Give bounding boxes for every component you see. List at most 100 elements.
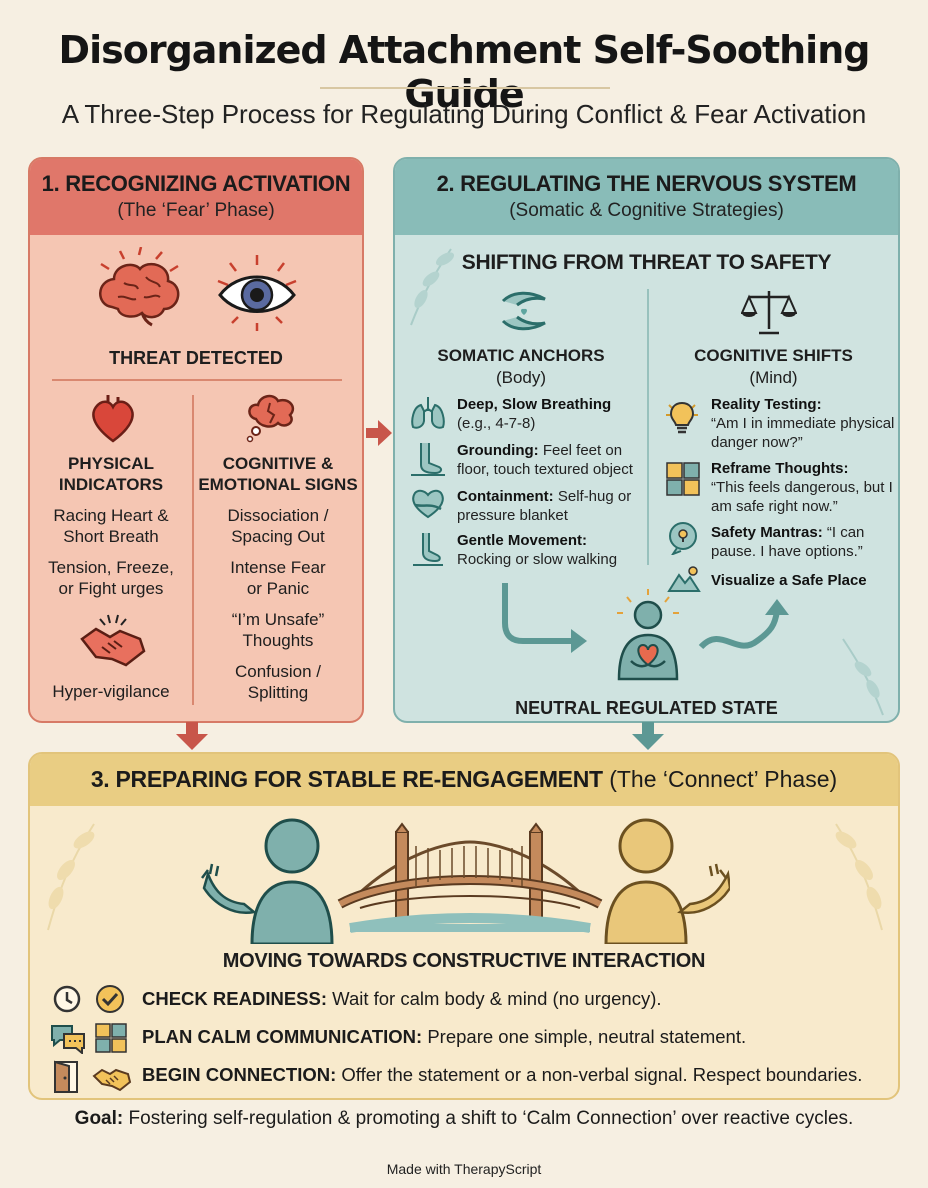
physical-item-line: Tension, Freeze, <box>48 558 174 577</box>
step1-column-divider <box>192 395 194 705</box>
somatic-item-text: Feel feet on floor, touch textured objec… <box>457 442 633 478</box>
physical-heading: PHYSICAL INDICATORS <box>30 453 192 495</box>
leaf-decoration-icon <box>47 823 95 931</box>
somatic-sub: (Body) <box>495 368 547 387</box>
cognitive-shift-item: Reality Testing: “Am I in immediate phys… <box>711 395 895 452</box>
wave-arrow-icon <box>698 599 789 650</box>
walking-icon <box>413 533 443 566</box>
arrow-down-icon <box>176 722 208 750</box>
made-with-credit: Made with TherapyScript <box>386 1161 542 1177</box>
cognitive-shifts-heading: COGNITIVE SHIFTS <box>694 346 853 365</box>
leaf-decoration-icon <box>842 638 884 716</box>
puzzle-icon <box>666 462 700 496</box>
cognitive-item-line: Spacing Out <box>231 527 325 546</box>
meditating-person-icon <box>617 589 679 681</box>
cognitive-shift-item: Reframe Thoughts: “This feels dangerous,… <box>711 459 895 516</box>
physical-item-line: or Fight urges <box>58 579 164 598</box>
somatic-item-text: (e.g., 4-7-8) <box>457 415 536 432</box>
self-hug-icon <box>412 489 444 519</box>
step1-title: 1. RECOGNIZING ACTIVATION <box>41 171 351 196</box>
step1-panel: 1. RECOGNIZING ACTIVATION (The ‘Fear’ Ph… <box>28 157 364 723</box>
cognitive-shift-text: “Am I in immediate physical danger now?” <box>711 415 895 451</box>
shift-heading: SHIFTING FROM THREAT TO SAFETY <box>461 251 832 274</box>
scales-icon <box>741 291 797 335</box>
neutral-state-label: NEUTRAL REGULATED STATE <box>515 698 778 718</box>
step2-subtitle: (Somatic & Cognitive Strategies) <box>509 200 784 221</box>
eye-icon <box>217 255 297 331</box>
goal-label: Goal: <box>74 1108 124 1129</box>
step3-item-text: Prepare one simple, neutral statement. <box>427 1026 747 1047</box>
cognitive-item-line: Splitting <box>247 683 309 702</box>
somatic-heading: SOMATIC ANCHORS <box>437 346 605 365</box>
goal-text: Fostering self-regulation & promoting a … <box>128 1108 854 1129</box>
arrow-down-icon <box>632 722 664 750</box>
clock-icon <box>53 985 81 1013</box>
cognitive-item-line: Confusion / <box>235 662 321 681</box>
somatic-item: Containment: Self-hug or pressure blanke… <box>457 487 643 525</box>
step3-subtitle: (The ‘Connect’ Phase) <box>609 766 838 792</box>
step2-panel: 2. REGULATING THE NERVOUS SYSTEM (Somati… <box>393 157 900 723</box>
handshake-icon <box>92 1068 132 1092</box>
mantra-icon <box>669 522 697 555</box>
somatic-item: Deep, Slow Breathing (e.g., 4-7-8) <box>457 395 647 433</box>
page-subtitle: A Three-Step Process for Regulating Duri… <box>61 99 867 129</box>
cognitive-item: “I’m Unsafe” Thoughts <box>194 609 362 651</box>
step3-item: PLAN CALM COMMUNICATION: Prepare one sim… <box>142 1026 746 1048</box>
physical-item-line: Short Breath <box>63 527 159 546</box>
mountain-icon <box>667 566 701 592</box>
cognitive-item-line: Intense Fear <box>230 558 326 577</box>
step3-item-title: CHECK READINESS: <box>142 988 328 1009</box>
heart-icon <box>92 395 134 443</box>
somatic-item-text: Rocking or slow walking <box>457 551 618 568</box>
title-divider <box>320 87 610 89</box>
cognitive-heading-line1: COGNITIVE & <box>222 454 334 473</box>
cognitive-item-line: Dissociation / <box>227 506 329 525</box>
leaf-decoration-icon <box>835 823 883 931</box>
somatic-item: Gentle Movement: Rocking or slow walking <box>457 531 643 569</box>
step3-panel: 3. PREPARING FOR STABLE RE-ENGAGEMENT (T… <box>28 752 900 1100</box>
chat-icon <box>51 1025 85 1054</box>
lightbulb-icon <box>666 401 698 434</box>
hands-icon <box>501 291 546 331</box>
door-icon <box>54 1060 78 1093</box>
cognitive-item: Dissociation / Spacing Out <box>194 505 362 547</box>
threat-detected-label: THREAT DETECTED <box>109 348 283 368</box>
puzzle-icon <box>95 1023 127 1053</box>
somatic-item-title: Deep, Slow Breathing <box>457 396 612 413</box>
cognitive-shift-title: Safety Mantras: <box>711 524 823 541</box>
cognitive-shift-title: Visualize a Safe Place <box>711 572 867 589</box>
physical-item-line: Racing Heart & <box>53 506 169 525</box>
cognitive-shift-item: Visualize a Safe Place <box>711 571 895 590</box>
step1-divider <box>52 379 342 381</box>
step1-subtitle: (The ‘Fear’ Phase) <box>117 200 275 221</box>
step3-title: 3. PREPARING FOR STABLE RE-ENGAGEMENT <box>90 766 603 792</box>
step3-item-text: Wait for calm body & mind (no urgency). <box>332 988 662 1009</box>
physical-item: Tension, Freeze, or Fight urges <box>30 557 192 599</box>
flow-arrow-icon <box>502 583 587 653</box>
physical-item: Racing Heart & Short Breath <box>30 505 192 547</box>
step3-item: CHECK READINESS: Wait for calm body & mi… <box>142 988 662 1010</box>
left-person-icon <box>201 818 334 944</box>
cognitive-item: Confusion / Splitting <box>194 661 362 703</box>
cognitive-shift-text: “This feels dangerous, but I am safe rig… <box>711 479 893 515</box>
step3-item: BEGIN CONNECTION: Offer the statement or… <box>142 1064 862 1086</box>
leaf-decoration-icon <box>410 248 455 326</box>
brain-icon <box>99 247 180 327</box>
thought-bubble-icon <box>246 394 295 443</box>
cognitive-shift-text: “I can pause. I have options.” <box>711 524 865 560</box>
somatic-item-title: Gentle Movement: <box>457 532 588 549</box>
bridge-scene-icon <box>201 818 730 944</box>
somatic-item-title: Containment: <box>457 488 554 505</box>
step3-header: 3. PREPARING FOR STABLE RE-ENGAGEMENT (T… <box>30 754 898 806</box>
cognitive-shift-title: Reality Testing: <box>711 396 822 413</box>
cognitive-heading-line2: EMOTIONAL SIGNS <box>198 475 358 494</box>
step2-title: 2. REGULATING THE NERVOUS SYSTEM <box>436 171 857 196</box>
page-title: Disorganized Attachment Self-Soothing Gu… <box>58 28 871 116</box>
physical-heading-line2: INDICATORS <box>58 475 164 494</box>
step1-header: 1. RECOGNIZING ACTIVATION (The ‘Fear’ Ph… <box>30 159 362 235</box>
cognitive-item-line: or Panic <box>246 579 310 598</box>
cognitive-item-line: Thoughts <box>242 631 314 650</box>
somatic-item: Grounding: Feel feet on floor, touch tex… <box>457 441 643 479</box>
physical-heading-line1: PHYSICAL <box>68 454 154 473</box>
step3-item-title: BEGIN CONNECTION: <box>142 1064 337 1085</box>
